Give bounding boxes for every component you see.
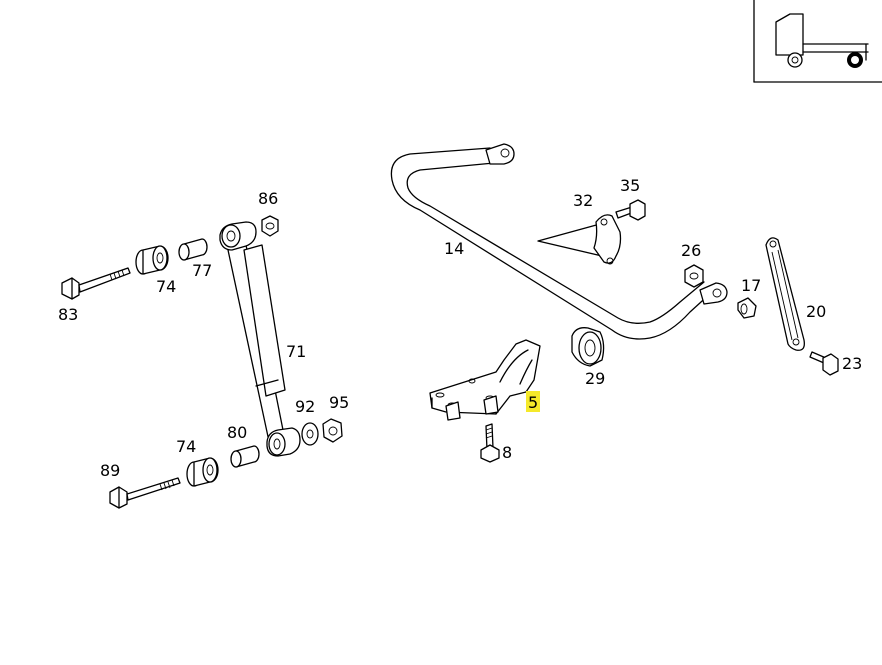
truck-thumbnail-icon[interactable] — [753, 0, 882, 83]
part-74-upper-bushing[interactable] — [135, 245, 169, 275]
label-17: 17 — [741, 276, 761, 295]
label-14: 14 — [444, 239, 464, 258]
label-26: 26 — [681, 241, 701, 260]
part-14-stabilizer-bar[interactable] — [390, 143, 728, 340]
label-89: 89 — [100, 461, 120, 480]
part-29-rubber-mount[interactable] — [571, 327, 605, 367]
label-95: 95 — [329, 393, 349, 412]
label-29: 29 — [585, 369, 605, 388]
part-83-bolt[interactable] — [61, 267, 131, 300]
part-23-bolt[interactable] — [809, 351, 839, 376]
part-35-bolt[interactable] — [615, 199, 646, 221]
label-74-upper: 74 — [156, 277, 176, 296]
part-95-nut[interactable] — [322, 418, 343, 443]
label-5-highlight — [526, 391, 540, 412]
label-77: 77 — [192, 261, 212, 280]
part-89-bolt[interactable] — [109, 477, 181, 509]
label-32: 32 — [573, 191, 593, 210]
part-71-shock-absorber[interactable] — [219, 221, 301, 457]
part-77-spacer[interactable] — [178, 238, 208, 261]
label-71: 71 — [286, 342, 306, 361]
label-92: 92 — [295, 397, 315, 416]
label-35: 35 — [620, 176, 640, 195]
part-92-washer[interactable] — [301, 422, 319, 446]
label-20: 20 — [806, 302, 826, 321]
label-8: 8 — [502, 443, 512, 462]
label-74-lower: 74 — [176, 437, 196, 456]
part-5-mounting-bracket[interactable] — [429, 339, 541, 421]
part-80-spacer[interactable] — [230, 445, 260, 468]
part-8-bolt[interactable] — [480, 423, 500, 463]
label-83: 83 — [58, 305, 78, 324]
label-5[interactable]: 5 — [528, 393, 538, 412]
part-32-clamp-bracket[interactable] — [537, 214, 622, 265]
label-86: 86 — [258, 189, 278, 208]
label-23: 23 — [842, 354, 862, 373]
part-26-nut[interactable] — [684, 264, 704, 288]
part-17-bushing[interactable] — [737, 297, 757, 319]
label-80: 80 — [227, 423, 247, 442]
part-86-nut[interactable] — [261, 215, 279, 237]
part-74-lower-bushing[interactable] — [186, 457, 219, 487]
part-20-link-plate[interactable] — [765, 237, 805, 351]
